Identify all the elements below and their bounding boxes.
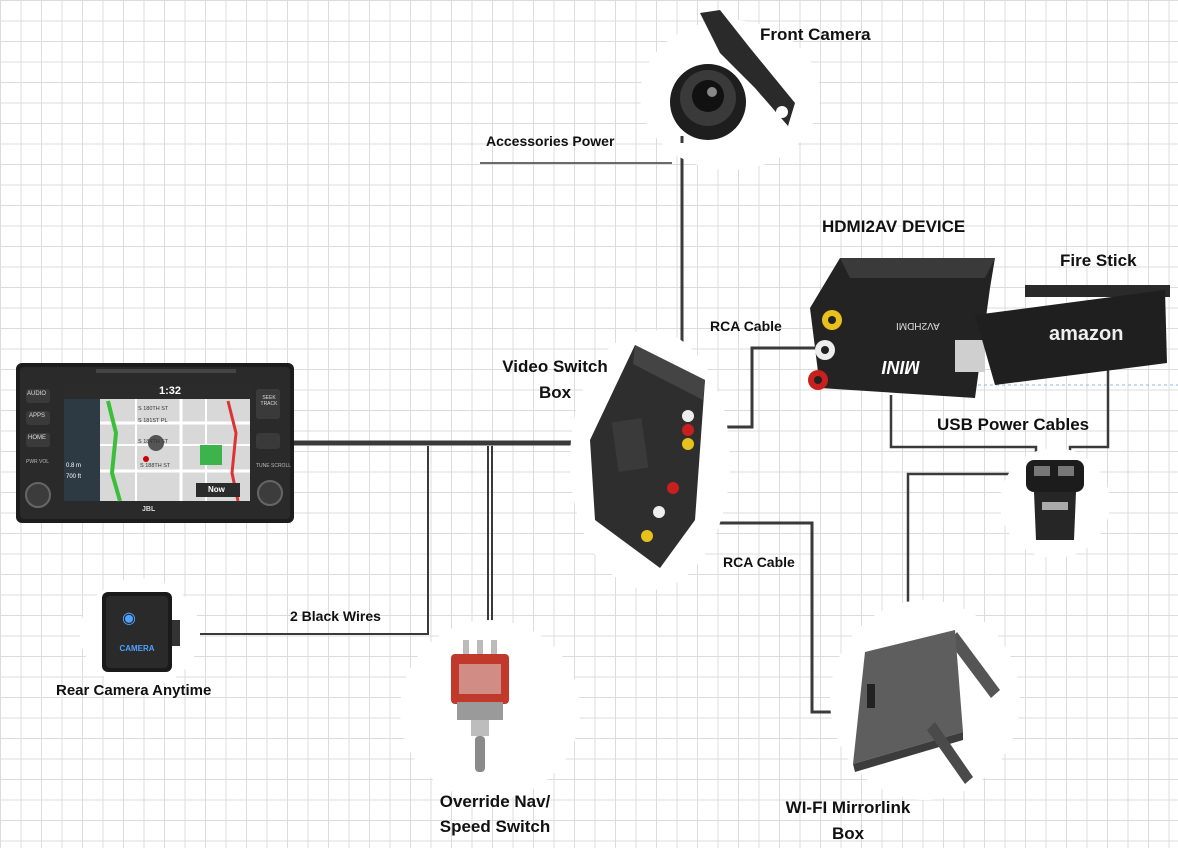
fire-stick-brand: amazon [1049,323,1124,345]
label-accessories-power: Accessories Power [486,133,615,149]
map-range: 700 ft [66,474,82,480]
wire-rca-top [704,346,822,429]
head-unit: 1:32 AUDIO APPS HOME SEEK TRACK S 180TH … [16,363,294,523]
knob-right-label: TUNE SCROLL [256,463,292,469]
map-distance: 0.8 m [66,463,82,469]
wire-rear-camera [182,446,429,635]
label-usb-power-cables: USB Power Cables [937,415,1090,434]
map-street-1: S 180TH ST [138,406,169,412]
video-switch-box-graphic [590,345,705,568]
label-rear-camera-anytime: Rear Camera Anytime [56,682,212,699]
front-camera [660,8,800,168]
label-front-camera: Front Camera [760,25,871,44]
hdmi-device-print: MINI [882,357,920,377]
head-unit-button-audio[interactable]: AUDIO [27,391,47,397]
label-video-switch-box-line1: Video Switch [502,357,608,376]
label-rca-cable-top: RCA Cable [710,318,782,334]
fire-stick-graphic [955,285,1170,385]
label-video-switch-box-line2: Box [538,383,572,402]
map-street-3: S 184TH ST [138,439,169,445]
wifi-mirrorlink-box-graphic [853,630,1000,784]
video-switch-box [585,340,710,570]
override-toggle-switch-graphic [451,640,509,772]
head-unit-graphic [16,363,294,523]
label-wifi-mirrorlink-line2: Box [831,824,865,843]
camera-icon: ◉ [122,610,136,627]
rear-camera-button-graphic [102,592,180,672]
label-override-switch: Override Nav/ Speed Switch [430,789,560,839]
usb-charger-graphic [1026,460,1084,540]
head-unit-clock: 1:32 [158,385,182,397]
label-video-switch-box: Video Switch Box [490,354,620,406]
fire-stick: amazon [955,285,1175,385]
knob-left-label: PWR VOL [26,459,50,465]
label-two-black-wires: 2 Black Wires [290,608,381,624]
wifi-mirrorlink-box [845,622,1005,787]
label-fire-stick: Fire Stick [1060,251,1137,270]
head-unit-brand: JBL [142,506,156,513]
rear-camera-button-label: CAMERA [119,644,155,653]
usb-charger [1020,452,1090,547]
hdmi2av-device-graphic [808,258,995,398]
label-hdmi2av-device: HDMI2AV DEVICE [822,217,966,236]
override-toggle-switch[interactable] [445,640,515,775]
map-now-button[interactable]: Now [208,485,225,494]
label-wifi-mirrorlink-line1: WI-FI Mirrorlink [785,798,911,817]
map-street-2: S 181ST PL [138,418,168,424]
label-wifi-mirrorlink: WI-FI Mirrorlink Box [768,795,928,847]
rear-camera-button[interactable]: ◉ CAMERA [100,590,180,675]
label-override-switch-line2: Speed Switch [439,817,551,836]
map-street-4: S 188TH ST [140,463,171,469]
head-unit-button-home[interactable]: HOME [28,435,46,441]
label-rca-cable-bottom: RCA Cable [723,554,795,570]
front-camera-graphic [670,10,795,168]
head-unit-button-apps[interactable]: APPS [29,413,46,419]
head-unit-button-seek[interactable]: SEEK TRACK [260,395,278,407]
label-override-switch-line1: Override Nav/ [439,792,551,811]
hdmi-device-print2: AV2HDMI [896,320,940,331]
hdmi2av-device: MINI AV2HDMI [800,248,1000,413]
